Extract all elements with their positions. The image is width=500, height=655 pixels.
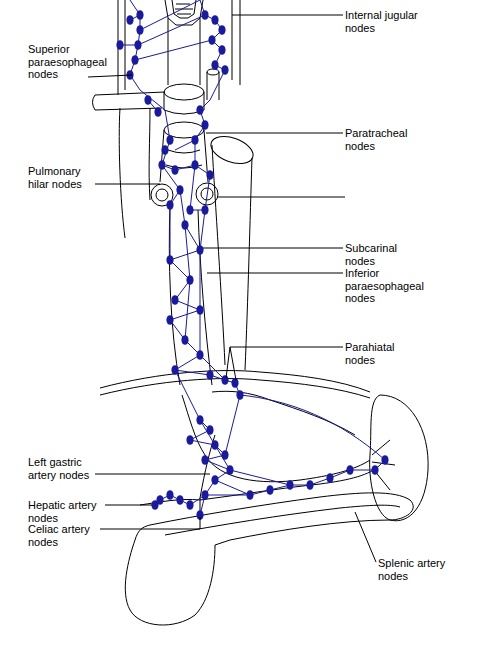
bronchus <box>151 184 173 206</box>
part-label: Hepatic artery nodes <box>28 499 108 524</box>
leader-line <box>203 248 343 249</box>
leader-line <box>218 197 345 198</box>
part-label: Parahiatal nodes <box>345 341 410 366</box>
lymph-vessel <box>175 355 240 420</box>
part-label: Paratracheal nodes <box>345 127 425 152</box>
organ-outlines <box>93 0 429 625</box>
part-label: Superior paraesophageal nodes <box>28 43 113 81</box>
small-vessel <box>207 69 219 75</box>
superior-vena-cava <box>119 108 150 238</box>
bronchus-lumen <box>156 189 168 201</box>
leader-line <box>95 474 210 475</box>
spleen <box>370 395 428 521</box>
leader-line <box>355 512 376 562</box>
leader-line <box>226 347 343 380</box>
part-label: Left gastric artery nodes <box>28 456 98 481</box>
lymph-vessel <box>120 0 212 112</box>
leader-line <box>206 133 343 134</box>
descending-aorta <box>212 145 252 370</box>
trachea-wall <box>168 18 200 85</box>
part-label: Inferior paraesophageal nodes <box>345 267 435 305</box>
trachea-ring <box>164 84 204 100</box>
leader-line <box>100 517 200 529</box>
leader-line <box>88 75 132 77</box>
leader-line <box>232 15 343 16</box>
lymph-vessel <box>130 0 170 140</box>
part-label: Splenic artery nodes <box>378 557 458 582</box>
leader-line <box>95 184 160 185</box>
lymph-vessel <box>175 0 225 150</box>
lymph-vessel <box>190 395 385 495</box>
aortic-arch <box>207 131 257 169</box>
part-label: Subcarinal nodes <box>345 242 415 267</box>
leader-lines <box>88 15 376 562</box>
part-label: Pulmonary hilar nodes <box>28 165 93 190</box>
part-label: Celiac artery nodes <box>28 523 103 548</box>
pancreas <box>125 493 413 625</box>
leader-line <box>105 505 152 506</box>
part-label: Internal jugular nodes <box>345 9 435 34</box>
lymph-vessel <box>162 140 210 210</box>
leader-line <box>207 273 343 274</box>
trachea-segment <box>164 92 204 114</box>
lymph-vessel <box>170 190 210 375</box>
trachea-segment <box>160 130 208 182</box>
lymph-vessel <box>155 460 385 515</box>
esophagus <box>169 205 212 385</box>
neck-vessels <box>118 0 240 95</box>
trachea-section <box>165 0 203 25</box>
